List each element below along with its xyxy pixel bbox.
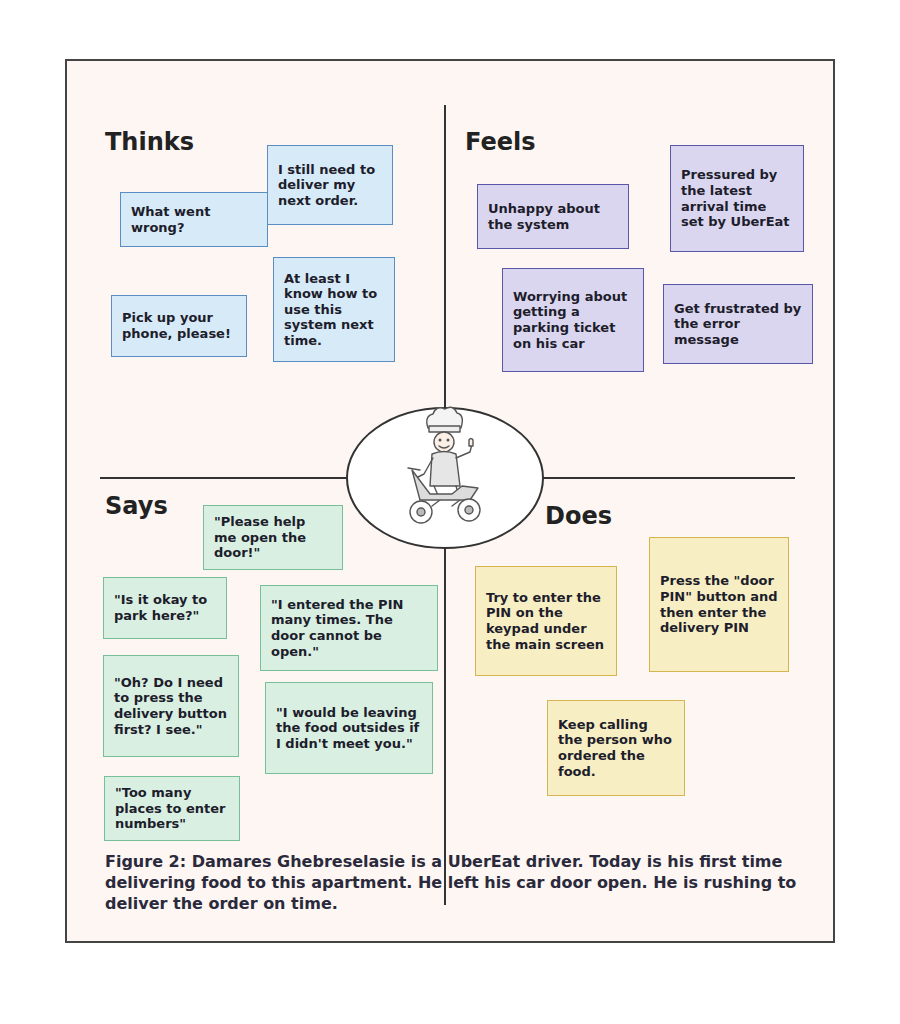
sticky-note: "Is it okay to park here?" — [103, 577, 227, 639]
sticky-note: "I entered the PIN many times. The door … — [260, 585, 438, 671]
note-text: I still need to deliver my next order. — [278, 162, 382, 209]
note-text: Press the "door PIN" button and then ent… — [660, 573, 778, 635]
note-text: Worrying about getting a parking ticket … — [513, 289, 633, 351]
note-text: Unhappy about the system — [488, 201, 618, 232]
sticky-note: "I would be leaving the food outsides if… — [265, 682, 433, 774]
frame — [66, 60, 834, 942]
sticky-note: "Oh? Do I need to press the delivery but… — [103, 655, 239, 757]
sticky-note: Press the "door PIN" button and then ent… — [649, 537, 789, 672]
note-text: Pressured by the latest arrival time set… — [681, 167, 793, 229]
note-text: At least I know how to use this system n… — [284, 271, 384, 349]
note-text: Pick up your phone, please! — [122, 310, 236, 341]
quadrant-heading: Thinks — [105, 128, 194, 156]
sticky-note: What went wrong? — [120, 192, 268, 247]
sticky-note: I still need to deliver my next order. — [267, 145, 393, 225]
note-text: What went wrong? — [131, 204, 257, 235]
note-text: Try to enter the PIN on the keypad under… — [486, 590, 606, 652]
note-text: "Too many places to enter numbers" — [115, 785, 229, 832]
sticky-note: Try to enter the PIN on the keypad under… — [475, 566, 617, 676]
sticky-note: Keep calling the person who ordered the … — [547, 700, 685, 796]
sticky-note: At least I know how to use this system n… — [273, 257, 395, 362]
sticky-note: Get frustrated by the error message — [663, 284, 813, 364]
note-text: Keep calling the person who ordered the … — [558, 717, 674, 779]
quadrant-heading: Says — [105, 492, 168, 520]
sticky-note: Unhappy about the system — [477, 184, 629, 249]
sticky-note: Pick up your phone, please! — [111, 295, 247, 357]
note-text: Get frustrated by the error message — [674, 301, 802, 348]
note-text: "I entered the PIN many times. The door … — [271, 597, 427, 659]
note-text: "I would be leaving the food outsides if… — [276, 705, 422, 752]
note-text: "Please help me open the door!" — [214, 514, 332, 561]
sticky-note: Pressured by the latest arrival time set… — [670, 145, 804, 252]
note-text: "Is it okay to park here?" — [114, 592, 216, 623]
sticky-note: "Too many places to enter numbers" — [104, 776, 240, 841]
driver-illustration — [408, 407, 480, 523]
sticky-note: Worrying about getting a parking ticket … — [502, 268, 644, 372]
figure-caption: Figure 2: Damares Ghebreselasie is a Ube… — [105, 852, 805, 914]
quadrant-heading: Feels — [465, 128, 536, 156]
quadrant-heading: Does — [545, 502, 612, 530]
persona-circle — [347, 408, 543, 548]
note-text: "Oh? Do I need to press the delivery but… — [114, 675, 228, 737]
sticky-note: "Please help me open the door!" — [203, 505, 343, 570]
